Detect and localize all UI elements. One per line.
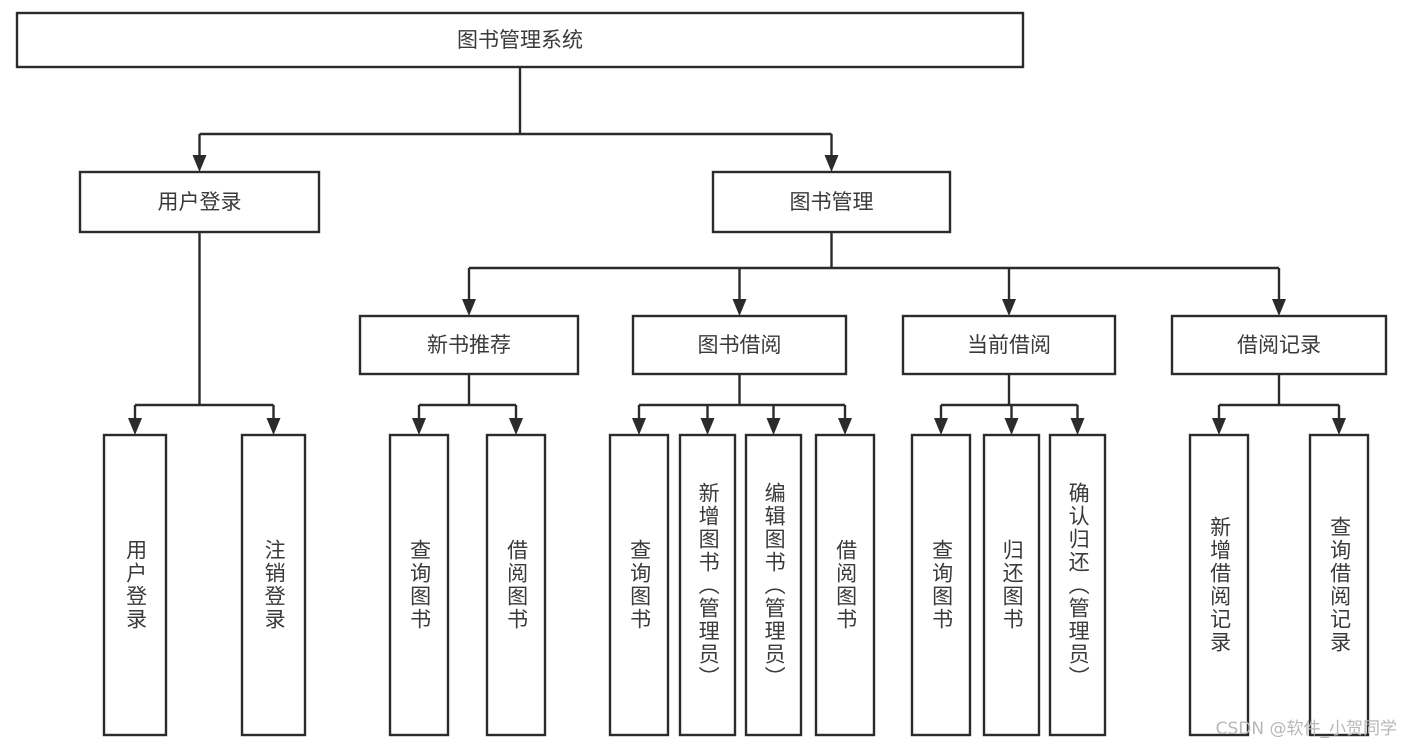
node-box-leaf-query-book-2[interactable] <box>608 433 670 737</box>
node-box-leaf-borrow-book-2[interactable] <box>814 433 876 737</box>
node-box-leaf-query-book-1[interactable] <box>388 433 450 737</box>
node-box-book-borrow[interactable] <box>631 314 848 376</box>
bookmgmt-to-level2-arrow-1 <box>732 299 747 316</box>
node-box-leaf-add-borrow-record[interactable] <box>1188 433 1250 737</box>
bookmgmt-to-level2-arrow-3 <box>1272 299 1286 316</box>
node-label-new-book-recommend: 新书推荐 <box>427 333 511 357</box>
node-box-leaf-edit-book[interactable] <box>744 433 803 737</box>
node-box-leaf-confirm-return[interactable] <box>1048 433 1107 737</box>
watermark: CSDN @软件_小贺同学 <box>1215 719 1397 739</box>
node-box-leaf-user-logout[interactable] <box>240 433 307 737</box>
connector-layer <box>128 67 1346 435</box>
new-book-recommend-to-leaves-arrow-0 <box>412 418 426 435</box>
book-borrow-to-leaves-arrow-1 <box>700 418 715 435</box>
book-borrow-to-leaves-arrow-3 <box>838 418 852 435</box>
node-label-book-management: 图书管理 <box>790 190 874 214</box>
node-box-current-borrow[interactable] <box>901 314 1117 376</box>
book-borrow-to-leaves-arrow-2 <box>766 418 781 435</box>
node-box-leaf-borrow-book-1[interactable] <box>485 433 547 737</box>
node-box-root[interactable] <box>15 11 1025 69</box>
user-login-to-leaves-arrow-0 <box>128 418 142 435</box>
node-box-leaf-query-borrow-record[interactable] <box>1308 433 1370 737</box>
bookmgmt-to-level2-arrow-0 <box>462 299 476 316</box>
user-login-to-leaves-arrow-1 <box>266 418 281 435</box>
current-borrow-to-leaves-arrow-2 <box>1070 418 1085 435</box>
node-label-borrow-record: 借阅记录 <box>1237 333 1321 357</box>
node-label-root: 图书管理系统 <box>457 28 583 52</box>
node-box-new-book-recommend[interactable] <box>358 314 580 376</box>
node-box-leaf-return-book[interactable] <box>982 433 1041 737</box>
node-label-user-login: 用户登录 <box>158 190 242 214</box>
node-box-leaf-query-book-3[interactable] <box>910 433 972 737</box>
box-layer <box>15 11 1388 737</box>
current-borrow-to-leaves-arrow-0 <box>934 418 948 435</box>
node-box-leaf-user-login[interactable] <box>102 433 168 737</box>
book-borrow-to-leaves-arrow-0 <box>632 418 646 435</box>
root-to-level1-arrow-0 <box>192 155 207 172</box>
node-box-book-management[interactable] <box>711 170 952 234</box>
node-box-borrow-record[interactable] <box>1170 314 1388 376</box>
root-to-level1-arrow-1 <box>824 155 839 172</box>
bookmgmt-to-level2-arrow-2 <box>1002 299 1016 316</box>
borrow-record-to-leaves-arrow-1 <box>1332 418 1346 435</box>
node-label-current-borrow: 当前借阅 <box>967 333 1051 357</box>
node-label-book-borrow: 图书借阅 <box>698 333 782 357</box>
current-borrow-to-leaves-arrow-1 <box>1004 418 1019 435</box>
new-book-recommend-to-leaves-arrow-1 <box>509 418 523 435</box>
borrow-record-to-leaves-arrow-0 <box>1212 418 1226 435</box>
node-box-user-login[interactable] <box>78 170 321 234</box>
node-box-leaf-add-book[interactable] <box>678 433 737 737</box>
